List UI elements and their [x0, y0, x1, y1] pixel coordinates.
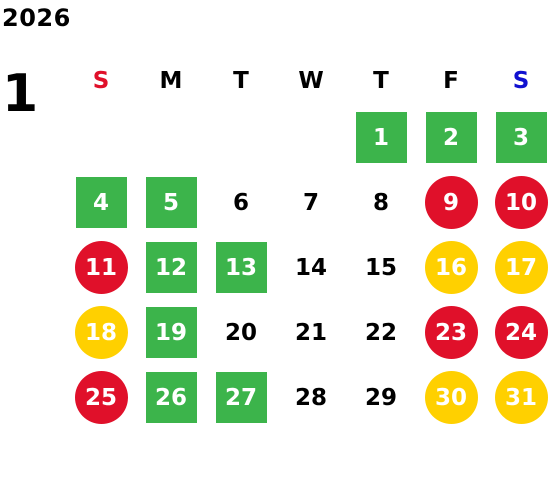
day-18[interactable]: 18	[74, 306, 128, 359]
calendar-cell: 13	[206, 235, 276, 300]
weekday-header-monday: M	[159, 68, 183, 94]
calendar-cell: 17	[486, 235, 548, 300]
day-12[interactable]: 12	[145, 242, 197, 293]
calendar-cell: 12	[136, 235, 206, 300]
day-5[interactable]: 5	[145, 177, 197, 228]
calendar-cell: 19	[136, 300, 206, 365]
day-4[interactable]: 4	[75, 177, 127, 228]
calendar-cell: 22	[346, 300, 416, 365]
day-24[interactable]: 24	[494, 306, 548, 359]
day-2[interactable]: 2	[425, 112, 477, 163]
day-19[interactable]: 19	[145, 307, 197, 358]
calendar-cell: 9	[416, 170, 486, 235]
day-29[interactable]: 29	[364, 384, 397, 411]
day-6[interactable]: 6	[232, 189, 249, 216]
day-1[interactable]: 1	[355, 112, 407, 163]
calendar-cell: 23	[416, 300, 486, 365]
calendar-cell	[206, 105, 276, 170]
day-14[interactable]: 14	[294, 254, 327, 281]
calendar-cell: 4	[66, 170, 136, 235]
day-27[interactable]: 27	[215, 372, 267, 423]
day-9[interactable]: 9	[424, 176, 478, 229]
day-25[interactable]: 25	[74, 371, 128, 424]
day-8[interactable]: 8	[372, 189, 389, 216]
calendar-cell: 1	[346, 105, 416, 170]
calendar-cell: 5	[136, 170, 206, 235]
weekday-header-wednesday: W	[298, 68, 324, 94]
day-13[interactable]: 13	[215, 242, 267, 293]
day-11[interactable]: 11	[74, 241, 128, 294]
day-3[interactable]: 3	[495, 112, 547, 163]
calendar-cell: 24	[486, 300, 548, 365]
weekday-header-saturday: S	[512, 68, 530, 94]
calendar-cell: 31	[486, 365, 548, 430]
calendar-cell: 25	[66, 365, 136, 430]
calendar-cell: 30	[416, 365, 486, 430]
weekday-header-thursday: T	[373, 68, 389, 94]
calendar-cell: 6	[206, 170, 276, 235]
day-10[interactable]: 10	[494, 176, 548, 229]
day-17[interactable]: 17	[494, 241, 548, 294]
day-22[interactable]: 22	[364, 319, 397, 346]
weekday-header-sunday: S	[92, 68, 110, 94]
weekday-header-tuesday: T	[233, 68, 249, 94]
calendar-month: 1	[2, 64, 39, 124]
calendar-cell	[136, 105, 206, 170]
calendar-cell: 16	[416, 235, 486, 300]
day-15[interactable]: 15	[364, 254, 397, 281]
day-16[interactable]: 16	[424, 241, 478, 294]
calendar-year: 2026	[2, 4, 71, 32]
calendar-cell: 21	[276, 300, 346, 365]
calendar-cell: 7	[276, 170, 346, 235]
calendar-cell: 27	[206, 365, 276, 430]
calendar-cell: 2	[416, 105, 486, 170]
calendar-cell: 14	[276, 235, 346, 300]
calendar-cell: 11	[66, 235, 136, 300]
calendar-cell: 28	[276, 365, 346, 430]
calendar-cell: 3	[486, 105, 548, 170]
calendar-cell: 20	[206, 300, 276, 365]
day-20[interactable]: 20	[224, 319, 257, 346]
calendar-cell: 18	[66, 300, 136, 365]
weekday-header-friday: F	[443, 68, 459, 94]
day-23[interactable]: 23	[424, 306, 478, 359]
calendar-cell	[66, 105, 136, 170]
calendar-cell: 29	[346, 365, 416, 430]
day-31[interactable]: 31	[494, 371, 548, 424]
day-21[interactable]: 21	[294, 319, 327, 346]
calendar-cell	[276, 105, 346, 170]
calendar-cell: 10	[486, 170, 548, 235]
day-28[interactable]: 28	[294, 384, 327, 411]
day-26[interactable]: 26	[145, 372, 197, 423]
calendar-cell: 8	[346, 170, 416, 235]
calendar-cell: 26	[136, 365, 206, 430]
calendar-cell: 15	[346, 235, 416, 300]
day-7[interactable]: 7	[302, 189, 319, 216]
day-30[interactable]: 30	[424, 371, 478, 424]
